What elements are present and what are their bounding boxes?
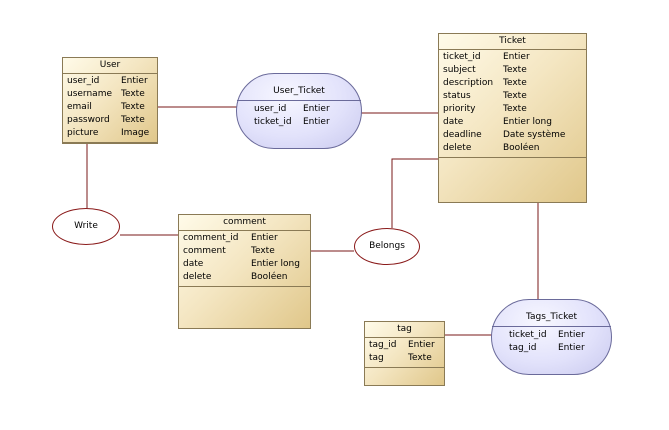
attribute-type: Entier <box>251 233 278 243</box>
attribute-type: Texte <box>408 353 432 363</box>
attribute-row: picture Image <box>63 127 157 140</box>
attribute-type: Texte <box>121 89 145 99</box>
attribute-name: subject <box>443 65 476 75</box>
attribute-name: password <box>67 115 110 125</box>
attribute-type: Entier <box>558 330 585 340</box>
attribute-name: comment <box>183 246 226 256</box>
attribute-type: Entier long <box>503 117 552 127</box>
attribute-name: comment_id <box>183 233 239 243</box>
attribute-name: user_id <box>67 76 100 86</box>
attribute-type: Texte <box>503 91 527 101</box>
attribute-name: date <box>443 117 464 127</box>
attribute-type: Texte <box>251 246 275 256</box>
attribute-list: tag_id Entier tag Texte <box>365 338 444 368</box>
entity-title: User <box>63 58 157 74</box>
attribute-name: username <box>67 89 112 99</box>
attribute-row: password Texte <box>63 114 157 127</box>
attribute-row: tag_id Entier <box>492 342 611 355</box>
attribute-row: user_id Entier <box>63 75 157 88</box>
attribute-type: Texte <box>121 102 145 112</box>
relation-belongs[interactable]: Belongs <box>354 228 420 265</box>
attribute-row: user_id Entier <box>237 103 361 116</box>
attribute-type: Entier <box>121 76 148 86</box>
attribute-name: delete <box>443 143 472 153</box>
association-title: Tags_Ticket <box>492 310 611 327</box>
attribute-row: delete Booléen <box>179 271 310 284</box>
attribute-name: tag <box>369 353 384 363</box>
attribute-row: priority Texte <box>439 103 586 116</box>
link-belongs-ticket <box>391 158 439 228</box>
attribute-name: delete <box>183 272 212 282</box>
relation-label: Belongs <box>369 241 405 251</box>
attribute-name: email <box>67 102 92 112</box>
attribute-row: email Texte <box>63 101 157 114</box>
attribute-name: tag_id <box>509 343 537 353</box>
attribute-type: Texte <box>121 115 145 125</box>
attribute-row: date Entier long <box>439 116 586 129</box>
attribute-name: ticket_id <box>509 330 547 340</box>
attribute-name: description <box>443 78 494 88</box>
attribute-row: subject Texte <box>439 64 586 77</box>
attribute-name: picture <box>67 128 99 138</box>
attribute-row: status Texte <box>439 90 586 103</box>
attribute-row: deadline Date système <box>439 129 586 142</box>
attribute-row: ticket_id Entier <box>237 116 361 129</box>
attribute-type: Booléen <box>503 143 540 153</box>
entity-title: Ticket <box>439 34 586 50</box>
relation-write[interactable]: Write <box>52 208 120 245</box>
attribute-type: Texte <box>503 78 527 88</box>
attribute-name: ticket_id <box>254 117 292 127</box>
attribute-type: Texte <box>503 65 527 75</box>
attribute-row: comment_id Entier <box>179 232 310 245</box>
attribute-type: Entier <box>503 52 530 62</box>
attribute-row: description Texte <box>439 77 586 90</box>
attribute-type: Entier <box>303 117 330 127</box>
entity-title: tag <box>365 322 444 338</box>
attribute-list: comment_id Entier comment Texte date Entier… <box>179 231 310 287</box>
attribute-type: Texte <box>503 104 527 114</box>
attribute-type: Entier <box>558 343 585 353</box>
attribute-row: tag Texte <box>365 352 444 365</box>
attribute-row: tag_id Entier <box>365 339 444 352</box>
attribute-row: username Texte <box>63 88 157 101</box>
relation-label: Write <box>74 221 98 231</box>
attribute-name: deadline <box>443 130 482 140</box>
attribute-row: ticket_id Entier <box>492 329 611 342</box>
attribute-type: Date système <box>503 130 566 140</box>
attribute-name: ticket_id <box>443 52 481 62</box>
attribute-type: Image <box>121 128 150 138</box>
entity-title: comment <box>179 215 310 231</box>
attribute-row: comment Texte <box>179 245 310 258</box>
attribute-name: user_id <box>254 104 287 114</box>
attribute-name: priority <box>443 104 476 114</box>
attribute-name: status <box>443 91 471 101</box>
association-title: User_Ticket <box>237 84 361 101</box>
attribute-type: Entier <box>303 104 330 114</box>
attribute-type: Booléen <box>251 272 288 282</box>
attribute-name: date <box>183 259 204 269</box>
attribute-name: tag_id <box>369 340 397 350</box>
attribute-type: Entier <box>408 340 435 350</box>
attribute-type: Entier long <box>251 259 300 269</box>
attribute-row: date Entier long <box>179 258 310 271</box>
attribute-row: ticket_id Entier <box>439 51 586 64</box>
attribute-row: delete Booléen <box>439 142 586 155</box>
